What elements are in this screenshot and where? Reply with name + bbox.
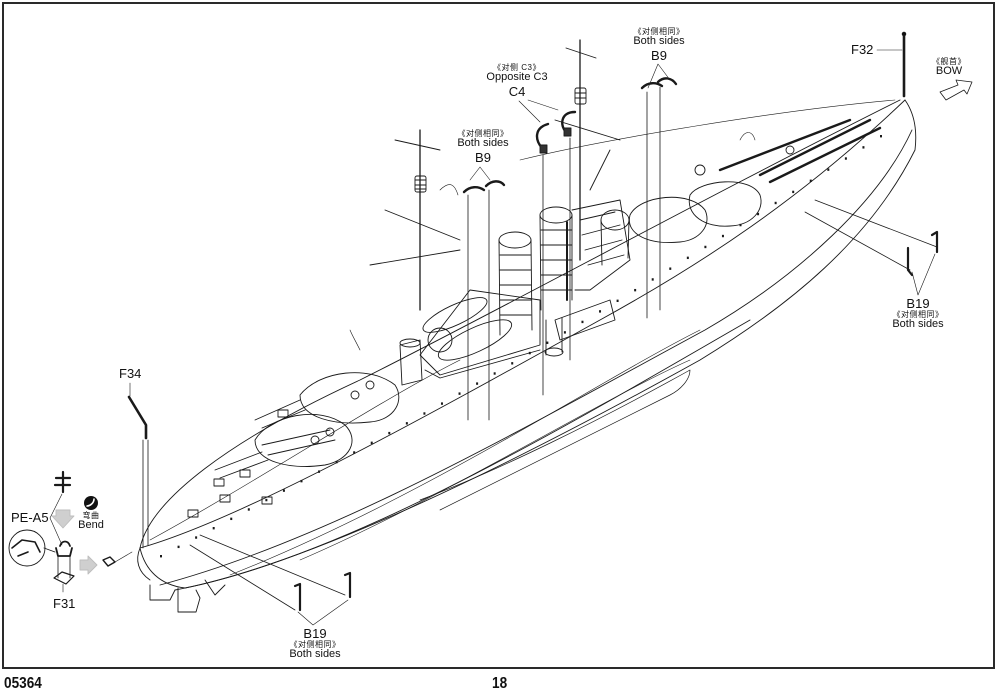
- note-en: BOW: [935, 65, 963, 78]
- note-cn: 《对侧相同》: [892, 309, 944, 319]
- callout-bend: 弯曲 Bend: [77, 511, 105, 532]
- porthole: [195, 536, 198, 539]
- callout-pe-a5: PE-A5: [11, 510, 49, 525]
- porthole: [721, 234, 724, 238]
- page-border: [2, 2, 995, 669]
- part-b19-right: [804, 199, 939, 296]
- porthole: [282, 489, 285, 492]
- porthole: [686, 256, 689, 260]
- porthole: [265, 498, 268, 502]
- porthole: [247, 508, 250, 511]
- porthole: [423, 412, 426, 415]
- callout-b9-left: 《对侧相同》 Both sides B9: [455, 129, 511, 165]
- part-label: C4: [508, 83, 526, 99]
- note-en: Both sides: [633, 35, 685, 48]
- note-en: Both sides: [289, 648, 341, 661]
- part-b19-bottom: [189, 534, 352, 626]
- porthole: [563, 331, 566, 334]
- note-en: Both sides: [457, 137, 509, 150]
- porthole: [809, 179, 812, 182]
- porthole: [511, 362, 514, 365]
- part-c4: [518, 99, 577, 396]
- masts: [369, 39, 621, 311]
- porthole: [704, 245, 707, 249]
- porthole: [318, 470, 321, 473]
- porthole: [353, 451, 356, 454]
- note-cn: 《对侧相同》: [457, 129, 509, 138]
- callout-bow: 《舰首》 BOW: [929, 57, 969, 78]
- porthole: [581, 320, 584, 324]
- porthole: [405, 422, 408, 425]
- callout-c4: 《对侧 C3》 Opposite C3 C4: [484, 63, 550, 99]
- aft-turrets: [628, 118, 882, 243]
- note-en: Bend: [78, 519, 104, 532]
- part-b9-right: [640, 63, 678, 319]
- part-f32: [876, 31, 907, 98]
- porthole: [862, 146, 865, 149]
- deck-cables: [149, 99, 896, 541]
- callout-f32: F32: [851, 42, 874, 57]
- porthole: [880, 135, 882, 138]
- porthole: [669, 267, 672, 270]
- porthole: [388, 431, 391, 435]
- porthole: [493, 372, 496, 375]
- porthole: [651, 278, 654, 281]
- note-cn: 《对侧 C3》: [493, 63, 541, 72]
- porthole: [774, 201, 777, 205]
- part-label: B9: [475, 149, 491, 165]
- porthole: [616, 299, 619, 303]
- ship-hull: [137, 99, 917, 613]
- part-pe-a5-detail: [8, 470, 133, 593]
- callout-b19-bottom: B19 《对侧相同》 Both sides: [289, 626, 341, 661]
- porthole: [440, 402, 443, 405]
- porthole: [458, 392, 461, 395]
- porthole: [335, 460, 338, 464]
- porthole: [827, 168, 830, 171]
- callout-f34: F34: [119, 366, 142, 381]
- portholes: [160, 135, 882, 558]
- porthole: [757, 212, 760, 216]
- part-f34: [127, 382, 149, 549]
- bow-direction-arrow-icon: [939, 79, 973, 101]
- note-cn: 《对侧相同》: [289, 639, 341, 649]
- porthole: [300, 479, 303, 483]
- porthole: [177, 545, 180, 549]
- callout-f31: F31: [53, 596, 76, 611]
- part-label: B19: [906, 296, 930, 311]
- note-en: Opposite C3: [486, 71, 548, 84]
- bend-icon: [84, 496, 98, 510]
- page-number: 18: [492, 675, 508, 692]
- porthole: [546, 341, 549, 344]
- porthole: [230, 517, 233, 521]
- porthole: [476, 382, 479, 385]
- porthole: [370, 441, 373, 445]
- part-label: B19: [303, 626, 327, 641]
- porthole: [160, 555, 162, 558]
- porthole: [844, 157, 847, 160]
- forward-turrets: [187, 372, 400, 518]
- note-cn: 《对侧相同》: [633, 27, 685, 36]
- note-en: Both sides: [892, 318, 944, 331]
- product-code: 05364: [4, 675, 42, 692]
- porthole: [739, 223, 742, 227]
- porthole: [599, 310, 602, 313]
- superstructure-funnels: [399, 199, 631, 386]
- note-cn: 弯曲: [82, 511, 100, 520]
- porthole: [634, 288, 637, 292]
- porthole: [212, 527, 215, 530]
- callout-b19-right: B19 《对侧相同》 Both sides: [892, 296, 944, 331]
- part-b9-left: [462, 166, 506, 421]
- callout-b9-right: 《对侧相同》 Both sides B9: [630, 27, 688, 63]
- porthole: [792, 190, 795, 194]
- part-label: B9: [651, 47, 667, 63]
- note-cn: 《舰首》: [932, 57, 966, 66]
